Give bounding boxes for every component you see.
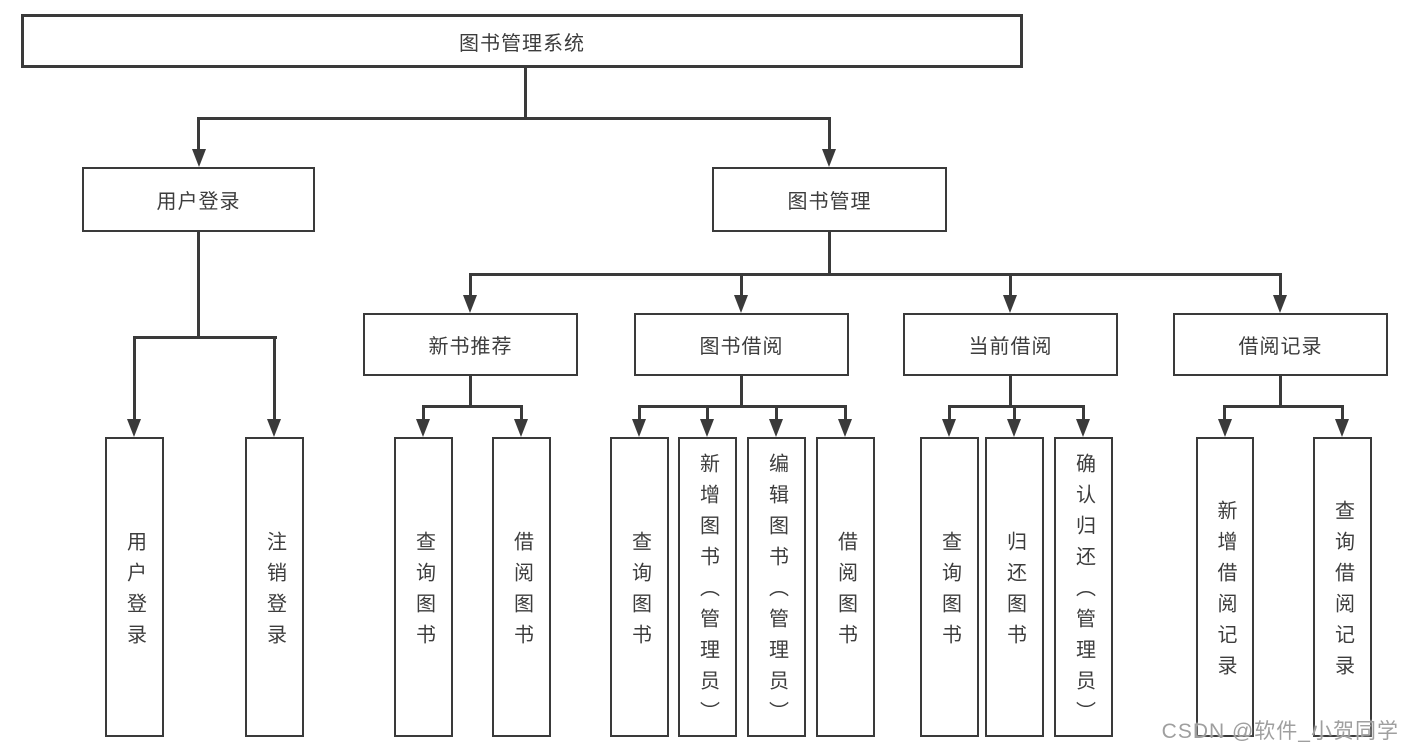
arrowhead-down-icon <box>632 419 646 437</box>
connector-leaf <box>775 405 778 421</box>
arrowhead-down-icon <box>1076 419 1090 437</box>
node-current-return-book-label: 归还图书 <box>1003 530 1026 655</box>
node-records-add-record: 新增借阅记录 <box>1196 437 1254 737</box>
node-current-query-book: 查询图书 <box>920 437 979 737</box>
node-recommend-borrow-book-label: 借阅图书 <box>510 530 533 655</box>
node-records-query-record: 查询借阅记录 <box>1313 437 1372 737</box>
arrowhead-down-icon <box>1007 419 1021 437</box>
arrowhead-down-icon <box>514 419 528 437</box>
arrowhead-down-icon <box>463 295 477 313</box>
node-borrow-borrow-book-label: 借阅图书 <box>834 530 857 655</box>
arrowhead-down-icon <box>1335 419 1349 437</box>
node-book-borrowing: 图书借阅 <box>634 313 849 376</box>
connector-level2-rail <box>197 117 831 120</box>
node-current-confirm-return-label: 确认归还（管理员） <box>1072 453 1095 732</box>
node-login-label: 用户登录 <box>123 530 146 655</box>
arrowhead-down-icon <box>267 419 281 437</box>
connector-root-drop <box>524 68 527 117</box>
node-borrow-borrow-book: 借阅图书 <box>816 437 875 737</box>
arrowhead-down-icon <box>127 419 141 437</box>
connector-leaf <box>1082 405 1085 421</box>
node-borrow-add-book: 新增图书（管理员） <box>678 437 737 737</box>
node-library-system: 图书管理系统 <box>21 14 1023 68</box>
arrowhead-down-icon <box>822 149 836 167</box>
arrowhead-down-icon <box>942 419 956 437</box>
node-current-return-book: 归还图书 <box>985 437 1044 737</box>
connector-current-borrow-drop <box>1009 376 1012 405</box>
connector-to-book-management <box>828 117 831 151</box>
connector-new-book-drop <box>469 376 472 405</box>
connector-book-borrow-rail <box>638 405 847 408</box>
connector-borrow-records-drop <box>1279 376 1282 405</box>
node-current-borrowing: 当前借阅 <box>903 313 1118 376</box>
connector-leaf <box>422 405 425 421</box>
node-borrow-query-book: 查询图书 <box>610 437 669 737</box>
connector-user-login-rail <box>133 336 277 339</box>
arrowhead-down-icon <box>734 295 748 313</box>
arrowhead-down-icon <box>192 149 206 167</box>
arrowhead-down-icon <box>1003 295 1017 313</box>
node-recommend-query-book-label: 查询图书 <box>412 530 435 655</box>
arrowhead-down-icon <box>700 419 714 437</box>
connector-leaf <box>1341 405 1344 421</box>
connector-to-user-login <box>197 117 200 151</box>
node-recommend-borrow-book: 借阅图书 <box>492 437 551 737</box>
arrowhead-down-icon <box>1273 295 1287 313</box>
connector-new-book-rail <box>422 405 523 408</box>
node-borrow-edit-book-label: 编辑图书（管理员） <box>765 453 788 732</box>
connector-current-borrow-rail <box>948 405 1085 408</box>
node-current-query-book-label: 查询图书 <box>938 530 961 655</box>
connector-leaf <box>706 405 709 421</box>
connector-borrow-records-rail <box>1223 405 1344 408</box>
node-book-management: 图书管理 <box>712 167 947 232</box>
connector-leaf <box>844 405 847 421</box>
node-borrow-edit-book: 编辑图书（管理员） <box>747 437 806 737</box>
node-borrow-query-book-label: 查询图书 <box>628 530 651 655</box>
node-recommend-query-book: 查询图书 <box>394 437 453 737</box>
node-borrowing-records: 借阅记录 <box>1173 313 1388 376</box>
connector-user-login-drop <box>197 232 200 336</box>
node-logout-label: 注销登录 <box>263 530 286 655</box>
node-user-login: 用户登录 <box>82 167 315 232</box>
watermark: CSDN @软件_小贺同学 <box>1161 720 1399 743</box>
connector-to-current-borrow <box>1009 273 1012 299</box>
connector-leaf <box>948 405 951 421</box>
node-borrow-add-book-label: 新增图书（管理员） <box>696 453 719 732</box>
connector-leaf <box>1013 405 1016 421</box>
connector-level3-rail <box>469 273 1282 276</box>
node-login: 用户登录 <box>105 437 164 737</box>
node-logout: 注销登录 <box>245 437 304 737</box>
connector-to-borrow-records <box>1279 273 1282 299</box>
connector-leaf <box>638 405 641 421</box>
node-records-query-record-label: 查询借阅记录 <box>1331 499 1354 686</box>
connector-book-borrow-drop <box>740 376 743 405</box>
connector-to-login <box>133 336 136 421</box>
arrowhead-down-icon <box>838 419 852 437</box>
arrowhead-down-icon <box>769 419 783 437</box>
node-new-book-recommend: 新书推荐 <box>363 313 578 376</box>
connector-to-new-book <box>469 273 472 299</box>
connector-leaf <box>1223 405 1226 421</box>
node-records-add-record-label: 新增借阅记录 <box>1214 499 1236 686</box>
node-current-confirm-return: 确认归还（管理员） <box>1054 437 1113 737</box>
connector-to-logout <box>273 336 276 421</box>
connector-leaf <box>520 405 523 421</box>
arrowhead-down-icon <box>1218 419 1232 437</box>
connector-to-book-borrow <box>740 273 743 299</box>
arrowhead-down-icon <box>416 419 430 437</box>
connector-book-management-drop <box>828 232 831 273</box>
